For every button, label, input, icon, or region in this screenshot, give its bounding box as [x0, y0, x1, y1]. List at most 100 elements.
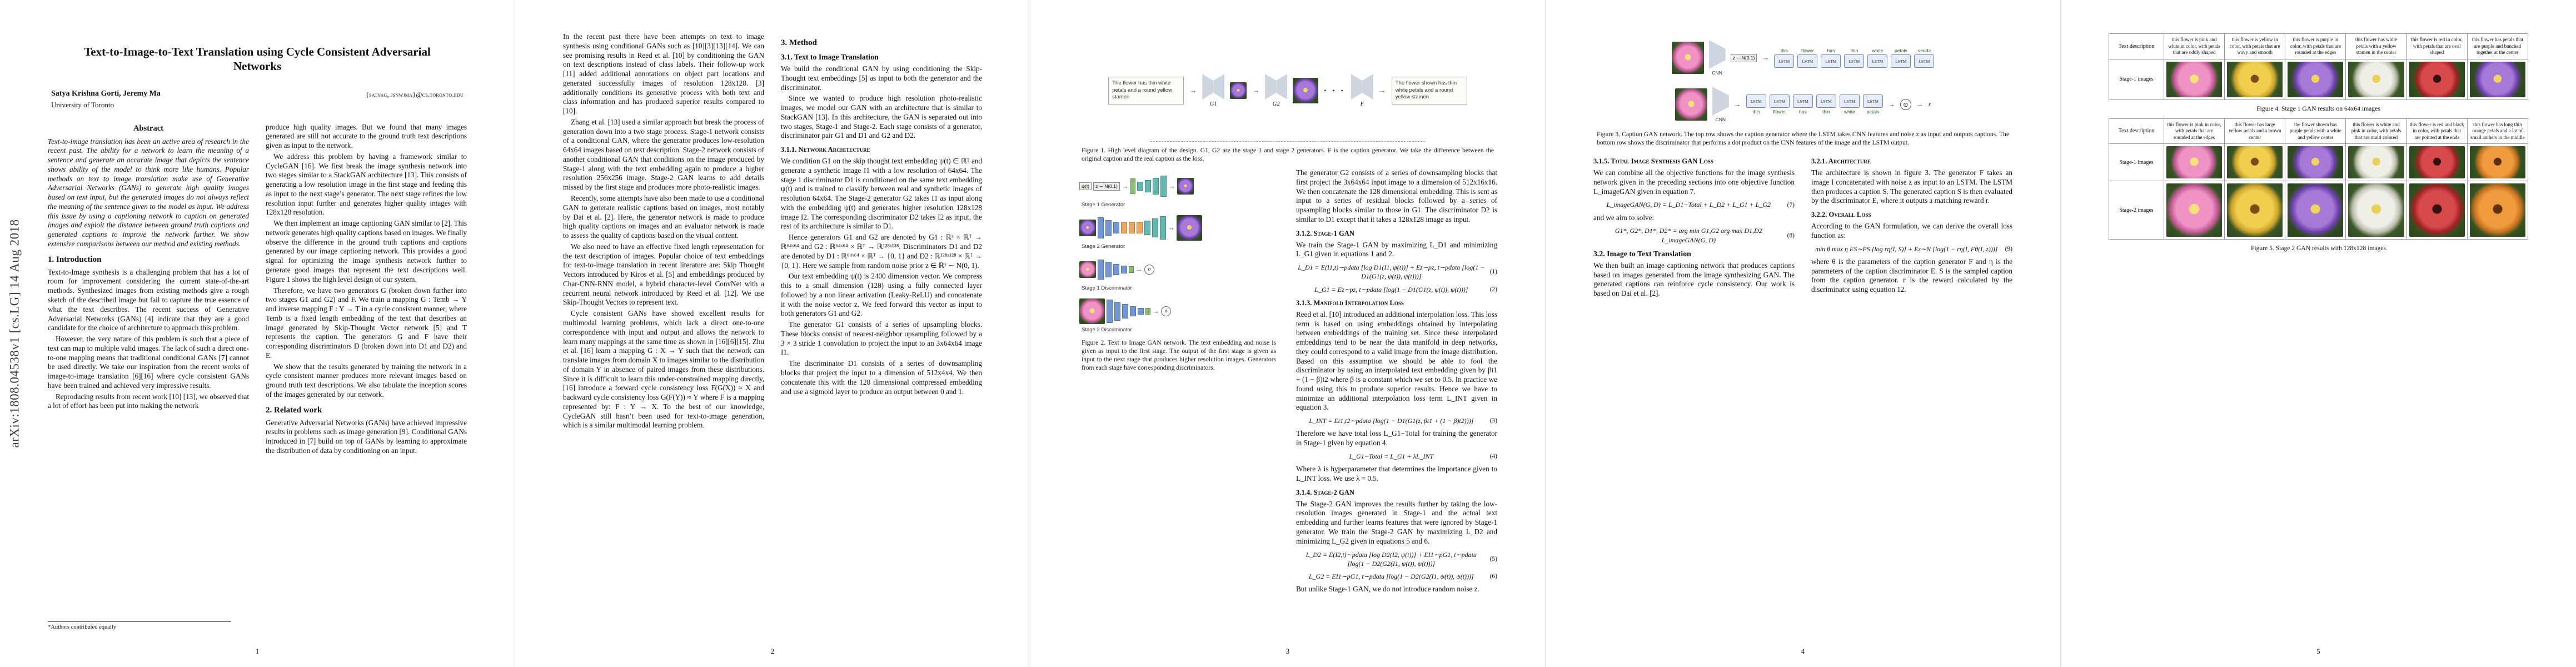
flower-image: [1079, 220, 1096, 237]
page-number: 1: [255, 648, 260, 655]
table-row: Stage-2 images: [2109, 181, 2529, 240]
lstm-cell: LSTM: [1891, 54, 1911, 68]
flower-image: [2166, 146, 2223, 179]
text-description-cell: this flower is red in color, with petals…: [2406, 33, 2468, 59]
lstm-cell: LSTM: [1867, 54, 1888, 68]
conv-block: [1113, 264, 1119, 276]
author-footnote: *Authors contributed equally: [48, 621, 231, 630]
author-emails: {satyag, jsnwjma}@cs.toronto.edu: [366, 90, 464, 98]
equation-number: (6): [1489, 573, 1497, 580]
text-description-cell: this flower has white petals with a yell…: [2345, 33, 2407, 59]
row-header: Stage-2 images: [2109, 181, 2164, 240]
column-left: Abstract Text-to-image translation has b…: [48, 123, 249, 457]
stage2-discriminator-label: Stage 2 Discriminator: [1082, 327, 1132, 334]
paragraph: However, the very nature of this problem…: [48, 335, 249, 390]
flower-image: [2166, 183, 2223, 237]
subsubsection-heading-architecture: 3.2.1. Architecture: [1811, 157, 1871, 166]
lstm-cell: LSTM: [1862, 94, 1883, 108]
figure-1: The flower has thin white petals and a r…: [1078, 32, 1497, 163]
paragraph: Generative Adversarial Networks (GANs) h…: [266, 418, 467, 455]
paragraph: Since we wanted to produce high resoluti…: [781, 94, 982, 140]
end-token: <end>: [1917, 48, 1931, 53]
generator2-label: G2: [1272, 101, 1280, 107]
row-header: Text description: [2109, 118, 2164, 145]
paragraph: The discriminator D1 consists of a serie…: [781, 359, 982, 396]
figure-4: Text description this flower is pink and…: [2109, 33, 2529, 113]
lstm-cell: LSTM: [1792, 94, 1813, 108]
dot-product-icon: ⊙: [1900, 99, 1911, 110]
equation-number: (4): [1489, 453, 1497, 460]
equation-6: L_G2 = EI1∼pG1, t∼pdata [log(1 − D2(G2(I…: [1296, 572, 1497, 581]
conv-block: [1130, 306, 1136, 317]
input-word: flower: [1773, 109, 1786, 115]
paragraph: Therefore we have total loss L_G1−Total …: [1296, 429, 1497, 447]
paragraph: Hence generators G1 and G2 are denoted b…: [781, 233, 982, 270]
cycle-loss-line: [1150, 141, 1425, 142]
figure3-caption: Figure 3. Caption GAN network. The top r…: [1597, 131, 2009, 147]
page-5: Text description this flower is pink and…: [2061, 0, 2576, 667]
conv-block: [1098, 217, 1104, 239]
figure3-generator-row: CNN z ∼ N(0,1) → this LSTM flower LSTM: [1596, 40, 2010, 76]
figure1-generator2: G2: [1265, 74, 1288, 107]
input-word: has: [1799, 109, 1807, 115]
equation-body: L_INT = Et1,t2∼pdata [log(1 − D1(G1(z, β…: [1309, 417, 1474, 425]
subsubsection-heading-total-loss: 3.1.5. Total Image Synthesis GAN Loss: [1593, 157, 1713, 166]
figure1-diagram: The flower has thin white petals and a r…: [1078, 32, 1497, 141]
conv-block: [1122, 304, 1128, 319]
flower-image: [1079, 261, 1096, 278]
figure1-output-text: The flower shown has thin white petals a…: [1391, 77, 1467, 104]
output-word: this: [1780, 48, 1788, 53]
conv-block: [1144, 221, 1150, 236]
lstm-cell: LSTM: [1769, 94, 1790, 108]
text-description-cell: this flower is pink in color, with petal…: [2163, 118, 2225, 145]
cnn-label: CNN: [1712, 70, 1722, 76]
subsection-heading-image-to-text: 3.2. Image to Text Translation: [1593, 249, 1691, 258]
author-block: Satya Krishna Gorti, Jeremy Ma Universit…: [51, 89, 464, 109]
text-description-cell: this flower is yellow in color, with pet…: [2224, 33, 2286, 59]
conv-block: [1105, 220, 1112, 236]
arxiv-stamp: arXiv:1808.04538v1 [cs.LG] 14 Aug 2018: [4, 0, 26, 667]
text-description-cell: this flower has petals that are purple a…: [2467, 33, 2529, 59]
conv-block: [1107, 300, 1113, 323]
flower-image: [2348, 146, 2404, 179]
flower-image: [2227, 61, 2283, 97]
paragraph: We then implement an image captioning GA…: [266, 219, 467, 283]
cnn-trapezoid-icon: [1708, 40, 1726, 69]
figure5-caption: Figure 5. Stage 2 GAN results with 128x1…: [2250, 245, 2386, 252]
input-word: petals: [1866, 109, 1880, 115]
equation-number: (9): [2005, 245, 2012, 252]
paragraph: We show that the results generated by tr…: [266, 362, 467, 399]
page-1: arXiv:1808.04538v1 [cs.LG] 14 Aug 2018 T…: [0, 0, 515, 667]
text-description-cell: the flower shown has purple petals with …: [2285, 118, 2346, 145]
paragraph: We can combine all the objective functio…: [1593, 168, 1795, 196]
conv-block: [1152, 218, 1158, 238]
paragraph: Zhang et al. [13] used a similar approac…: [563, 117, 764, 192]
equation-number: (7): [1787, 201, 1795, 208]
conv-block: [1105, 262, 1112, 278]
paragraph: We condition G1 on the skip thought text…: [781, 157, 982, 231]
flower-image: [2288, 61, 2344, 97]
page2-columns: In the recent past there have been attem…: [563, 32, 982, 432]
section-heading-method: 3. Method: [781, 38, 817, 47]
page4-columns: 3.1.5. Total Image Synthesis GAN Loss We…: [1593, 152, 2012, 300]
arrow-icon: →: [1378, 86, 1386, 94]
lstm-sequence: this LSTM flower LSTM has LSTM thin: [1746, 94, 1883, 115]
flower-image: [1079, 298, 1105, 325]
text-description-cell: this flower is red and black in color, w…: [2406, 118, 2468, 145]
arrow-icon: →: [1168, 223, 1175, 232]
page-number: 5: [2316, 648, 2320, 655]
cnn-encoder: CNN: [1708, 40, 1726, 76]
flower-image: [2409, 61, 2465, 97]
noise-box: z ∼ N(0,1): [1093, 182, 1120, 191]
subsubsection-heading-manifold-interpolation: 3.1.3. Manifold Interpolation Loss: [1296, 298, 1404, 307]
stage1-generator-diagram: ψ(t) z ∼ N(0,1) → → S: [1079, 172, 1278, 208]
column-right: produce high quality images. But we foun…: [266, 123, 467, 457]
generator-icon: [1202, 74, 1225, 99]
flower-image: [2288, 183, 2344, 237]
lstm-cell: LSTM: [1797, 54, 1818, 68]
sigmoid-node: σ: [1144, 265, 1154, 275]
text-description-cell: this flower has large yellow petals and …: [2224, 118, 2286, 145]
paragraph: We address this problem by having a fram…: [266, 152, 467, 217]
column-right: The generator G2 consists of a series of…: [1296, 168, 1497, 596]
paragraph: Text-to-Image synthesis is a challenging…: [48, 267, 249, 332]
